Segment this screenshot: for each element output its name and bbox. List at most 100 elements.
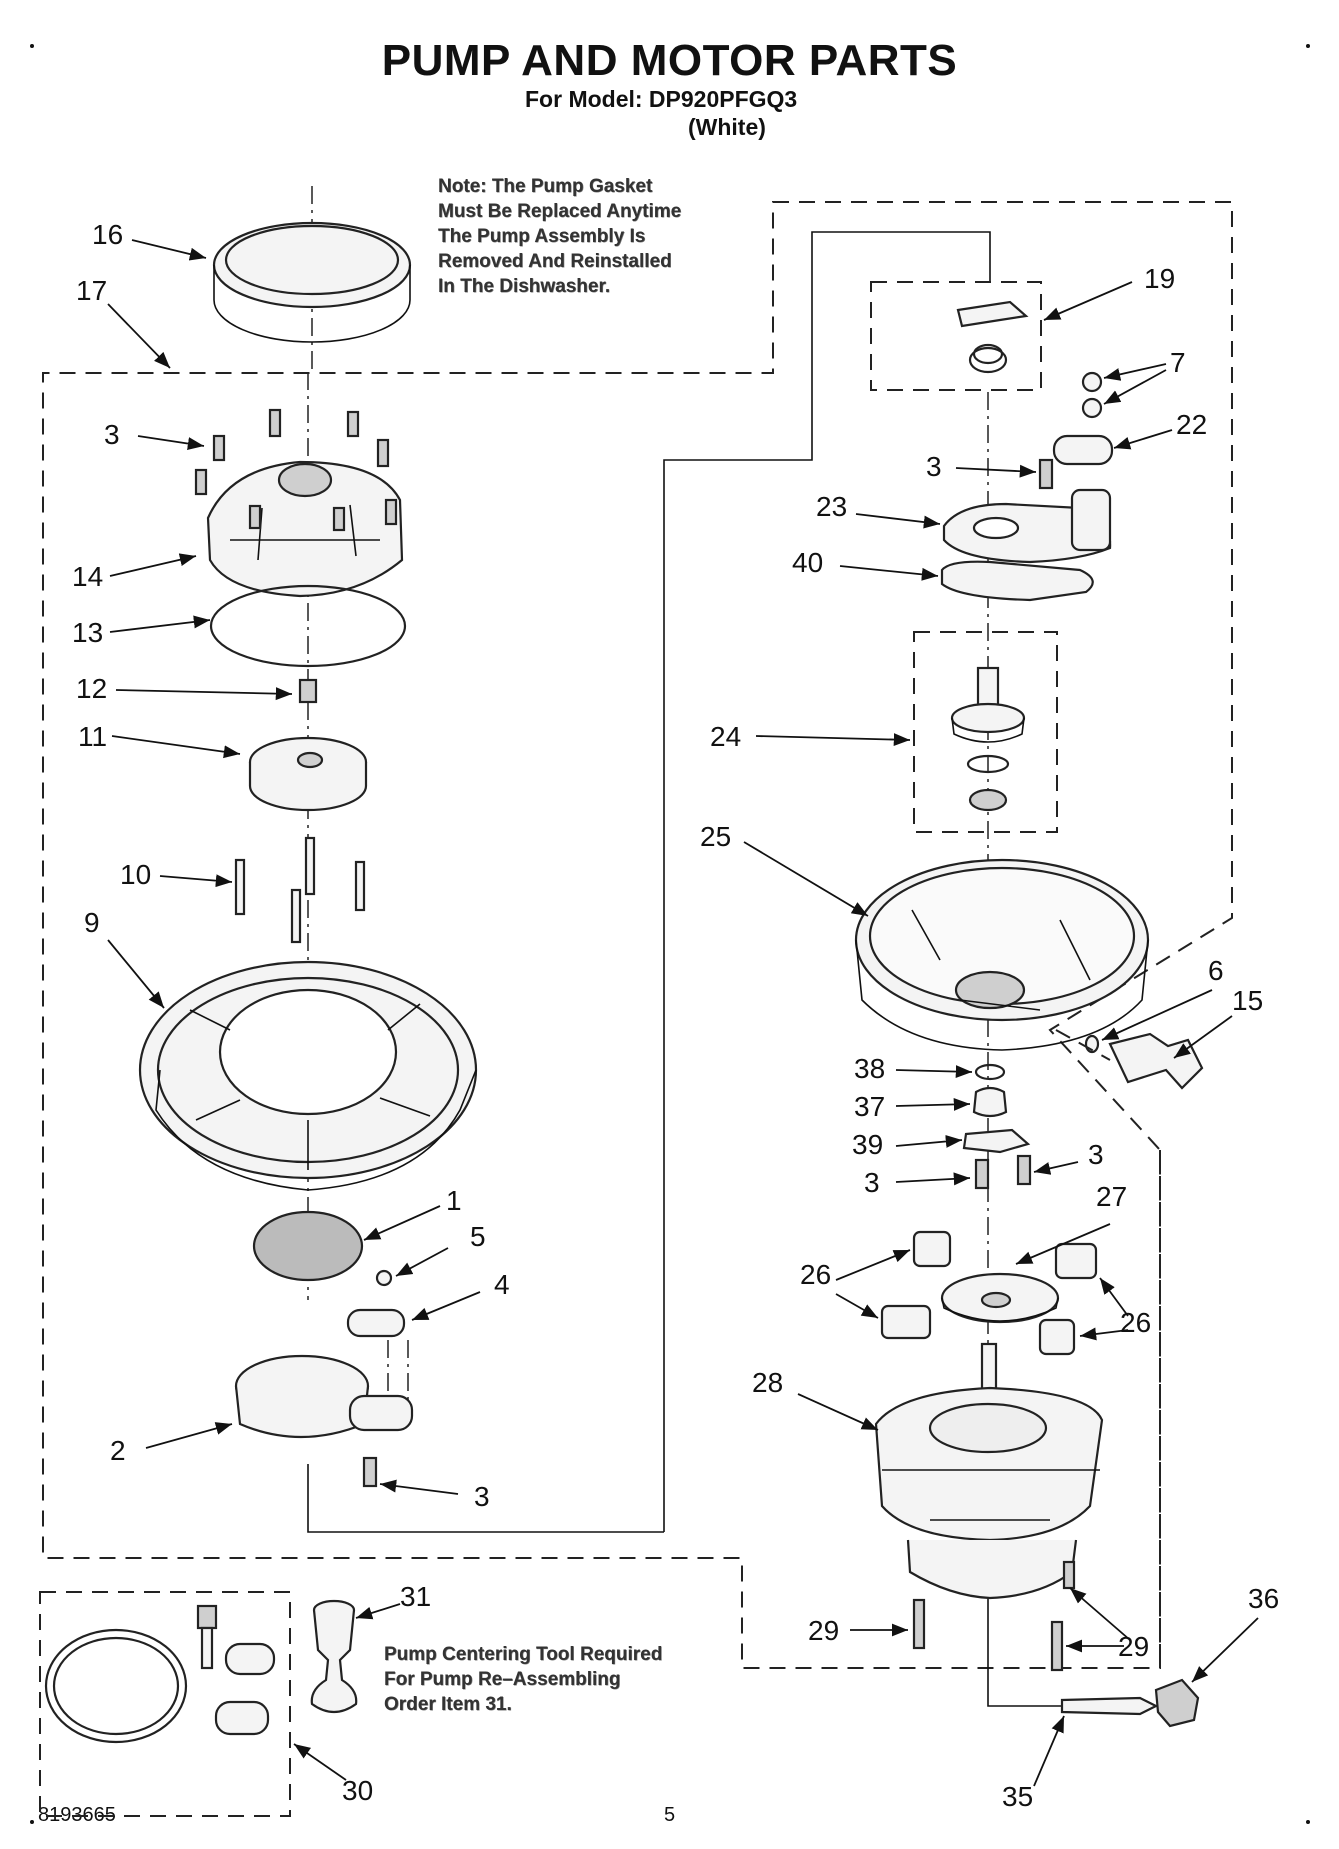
tool-note: Pump Centering Tool Required For Pump Re… (384, 1642, 662, 1717)
bolts-part (234, 836, 366, 944)
centering-tool-part (310, 1599, 358, 1714)
callout-3: 3 (474, 1481, 490, 1512)
callout-26: 26 (800, 1259, 831, 1290)
callout-17: 17 (76, 275, 107, 306)
motor-mount-part-a (912, 1230, 952, 1268)
page-number: 5 (664, 1804, 676, 1826)
callout-24: 24 (710, 721, 741, 752)
seal-ring-part-38 (974, 1063, 1006, 1081)
slinger-part (940, 1272, 1060, 1324)
gasket-note: Note: The Pump Gasket Must Be Replaced A… (438, 174, 681, 299)
callout-29: 29 (1118, 1631, 1149, 1662)
callout-27: 27 (1096, 1181, 1127, 1212)
gasket-note-line: Note: The Pump Gasket (438, 176, 653, 197)
page-title: PUMP AND MOTOR PARTS (381, 36, 958, 85)
kit-30-parts (44, 1604, 276, 1744)
pump-base-part (854, 858, 1150, 1051)
motor-part (874, 1342, 1104, 1600)
callout-14: 14 (72, 561, 103, 592)
callout-39: 39 (852, 1129, 883, 1160)
motor-mount-part-d (1038, 1318, 1076, 1356)
callout-2: 2 (110, 1435, 126, 1466)
pump-cover-part (206, 460, 404, 598)
callout-35: 35 (1002, 1781, 1033, 1812)
callout-3: 3 (926, 451, 942, 482)
pump-assembly-outline (42, 201, 1233, 1669)
callout-6: 6 (1208, 955, 1224, 986)
hub-kit-outline (870, 281, 1042, 391)
small-gasket-part (346, 1308, 406, 1338)
gasket-part-22 (1052, 434, 1114, 466)
seal-kit-outline (913, 631, 1058, 833)
callout-5: 5 (470, 1221, 486, 1252)
bracket-part-39 (962, 1128, 1031, 1154)
callout-36: 36 (1248, 1583, 1279, 1614)
callout-28: 28 (752, 1367, 783, 1398)
kit-30-outline (39, 1591, 291, 1817)
callout-3: 3 (104, 419, 120, 450)
callout-22: 22 (1176, 409, 1207, 440)
cover-plate-part (942, 488, 1112, 564)
nut-part (298, 678, 318, 704)
screw-part-3e (1016, 1154, 1032, 1186)
screw-part-29c (1062, 1560, 1076, 1590)
gasket-plate-part (940, 560, 1094, 602)
callout-38: 38 (854, 1053, 885, 1084)
callout-37: 37 (854, 1091, 885, 1122)
callout-25: 25 (700, 821, 731, 852)
callout-40: 40 (792, 547, 823, 578)
model-line: For Model: DP920PFGQ3 (525, 86, 798, 112)
filter-screen-part (252, 1210, 364, 1282)
bearing-part-37 (972, 1086, 1008, 1118)
callout-30: 30 (342, 1775, 373, 1806)
gasket-note-line: Must Be Replaced Anytime (438, 201, 682, 222)
gasket-note-line: Removed And Reinstalled (438, 251, 672, 272)
callout-31: 31 (400, 1581, 431, 1612)
callout-7: 7 (1170, 347, 1186, 378)
gasket-note-line: The Pump Assembly Is (438, 226, 646, 247)
screw-part-29a (912, 1598, 926, 1650)
screw-part-upper-right (1038, 458, 1054, 490)
callout-15: 15 (1232, 985, 1263, 1016)
callout-3: 3 (1088, 1139, 1104, 1170)
screw-part-3d (974, 1158, 990, 1190)
inner-outline-left (663, 231, 991, 1532)
hub-parts (956, 300, 1029, 374)
motor-mount-part-b (1054, 1242, 1098, 1280)
callout-29: 29 (808, 1615, 839, 1646)
callout-4: 4 (494, 1269, 510, 1300)
fitting-part-15 (1108, 1032, 1204, 1090)
o-ring-part (209, 584, 407, 668)
impeller-part (248, 736, 368, 812)
callout-3: 3 (864, 1167, 880, 1198)
tool-note-line: For Pump Re–Assembling (384, 1669, 621, 1690)
knob-part-36 (1154, 1678, 1200, 1728)
tool-note-line: Pump Centering Tool Required (384, 1644, 663, 1665)
motor-mount-part-c (880, 1304, 932, 1340)
callout-12: 12 (76, 673, 107, 704)
inner-outline-bottom (307, 1464, 664, 1533)
probe-part-35 (1060, 1696, 1159, 1716)
ball-part-7a (1081, 371, 1103, 393)
tool-note-line: Order Item 31. (384, 1694, 512, 1715)
ball-part-7b (1081, 397, 1103, 419)
callout-11: 11 (78, 721, 107, 752)
screw-part-lower-left (362, 1456, 378, 1488)
color-line: (White) (688, 114, 766, 140)
pump-gasket-part (212, 221, 412, 343)
callout-9: 9 (84, 907, 100, 938)
callout-23: 23 (816, 491, 847, 522)
gasket-note-line: In The Dishwasher. (438, 276, 611, 297)
screws-3-top (194, 408, 398, 532)
callout-1: 1 (446, 1185, 462, 1216)
screw-part-29b (1050, 1620, 1064, 1672)
seal-parts (950, 666, 1026, 812)
manifold-part (234, 1354, 414, 1439)
pump-housing-part (138, 960, 478, 1191)
callout-19: 19 (1144, 263, 1175, 294)
callout-16: 16 (92, 219, 123, 250)
callout-26: 26 (1120, 1307, 1151, 1338)
callout-10: 10 (120, 859, 151, 890)
ball-part (375, 1269, 393, 1287)
